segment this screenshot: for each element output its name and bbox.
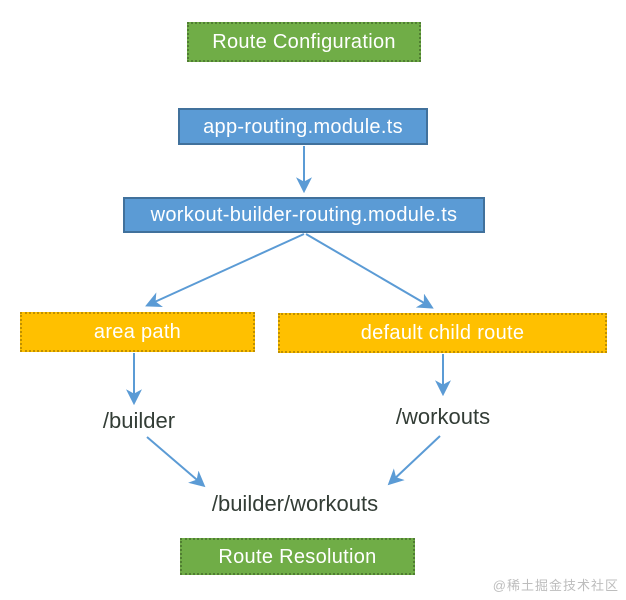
- node-default-child-route: default child route: [278, 313, 607, 353]
- node-area-path: area path: [20, 312, 255, 352]
- label-workouts-path: /workouts: [395, 404, 491, 429]
- arrow-workout-builder-to-area-path: [145, 233, 305, 307]
- juejin-watermark: @稀土掘金技术社区: [492, 578, 619, 593]
- node-route-configuration: Route Configuration: [187, 22, 421, 62]
- label-builder-path: /builder: [102, 408, 176, 433]
- label-builder-workouts-path: /builder/workouts: [211, 491, 379, 516]
- node-workout-builder-routing-module: workout-builder-routing.module.ts: [123, 197, 485, 233]
- node-app-routing-module: app-routing.module.ts: [178, 108, 428, 145]
- arrow-builder-to-builder-workouts: [146, 436, 206, 488]
- node-route-resolution: Route Resolution: [180, 538, 415, 575]
- arrow-workouts-to-builder-workouts: [387, 435, 441, 486]
- arrow-workout-builder-to-default-child-route: [305, 233, 434, 309]
